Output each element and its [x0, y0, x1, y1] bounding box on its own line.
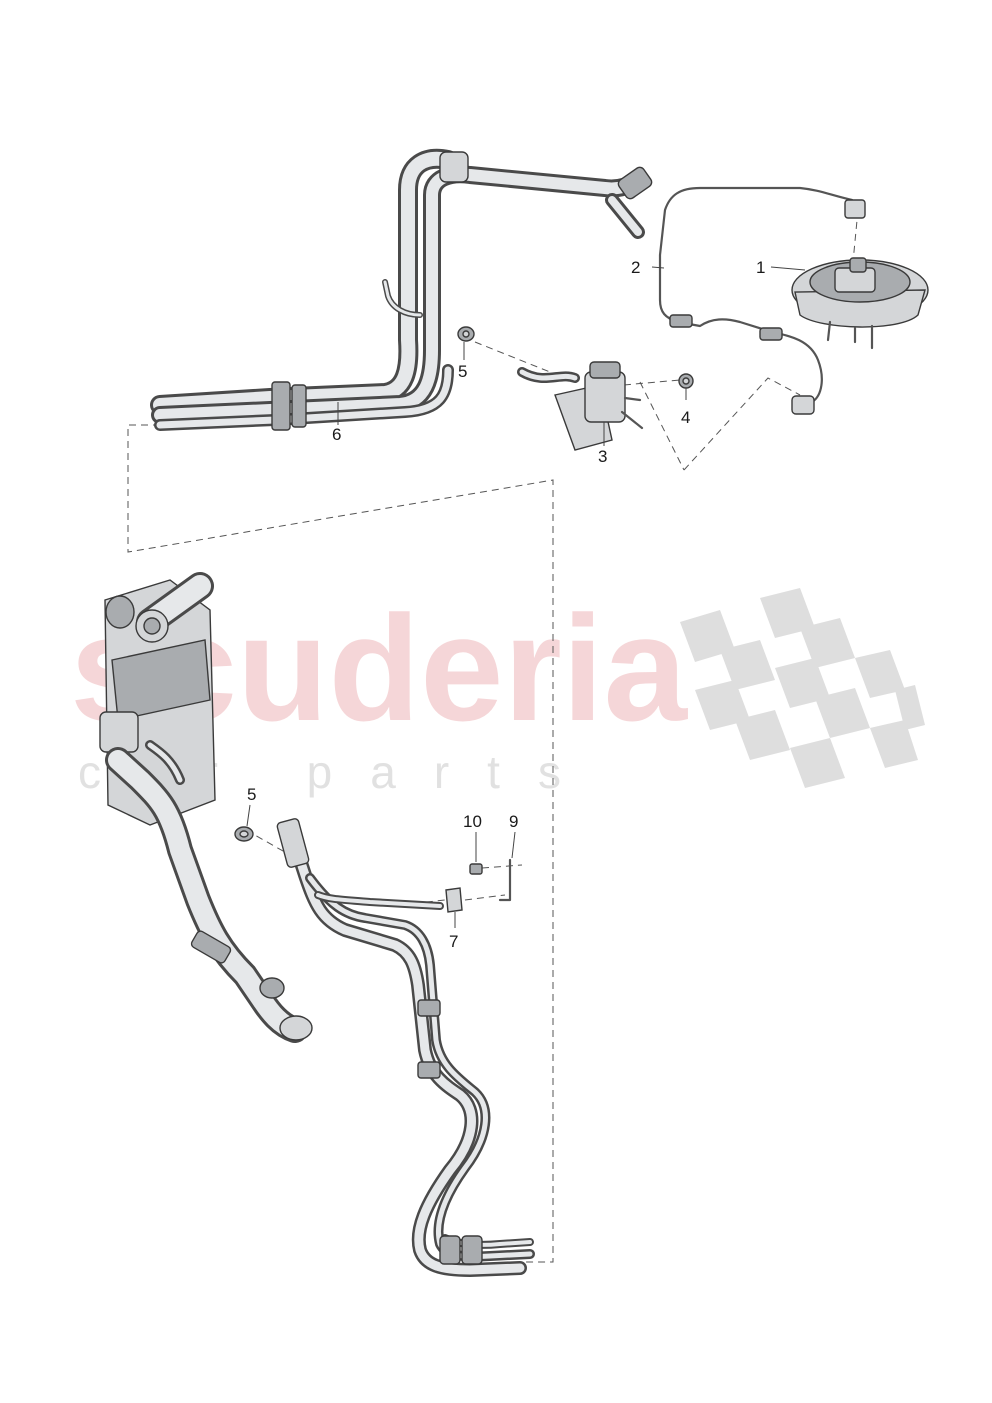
checkered-flag-logo	[680, 588, 925, 788]
callout-6: 6	[332, 425, 341, 444]
callout-labels: 1 2 3 4 5 6 5 10 9 7	[247, 258, 765, 951]
callout-9: 9	[509, 812, 518, 831]
callout-3: 3	[598, 447, 607, 466]
connection-lines	[127, 209, 859, 1263]
callout-7: 7	[449, 932, 458, 951]
callout-5-upper: 5	[458, 362, 467, 381]
pump-module	[791, 257, 929, 350]
lower-fuel-lines	[276, 818, 535, 1277]
callout-1: 1	[756, 258, 765, 277]
callout-5-lower: 5	[247, 785, 256, 804]
watermark: scuderia car parts	[70, 584, 925, 798]
purge-valve	[517, 361, 644, 451]
upper-fuel-line	[150, 148, 653, 431]
carbon-canister	[99, 572, 313, 1043]
leader-lines	[246, 266, 806, 928]
callout-2: 2	[631, 258, 640, 277]
small-fasteners	[234, 326, 694, 913]
sensor-wire	[658, 186, 866, 415]
callout-10: 10	[463, 812, 482, 831]
callout-4: 4	[681, 408, 690, 427]
